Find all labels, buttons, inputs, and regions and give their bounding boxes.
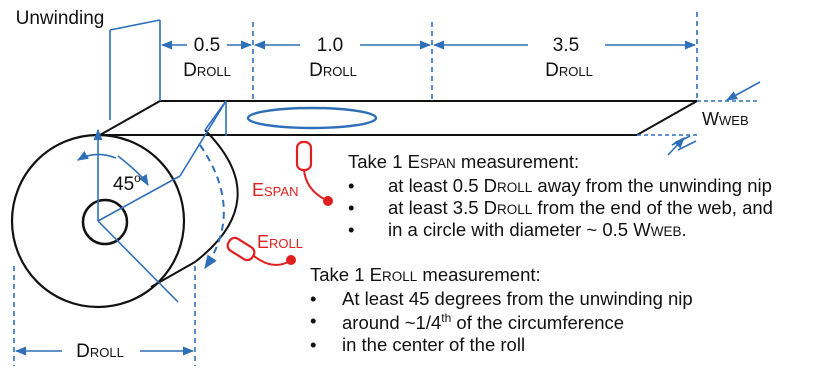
span-note-item: •in a circle with diameter ~ 0.5 WWEB. [348, 218, 687, 240]
dimension-extension-lines [13, 12, 698, 366]
span-note-item: •at least 3.5 DROLL from the end of the … [348, 196, 773, 218]
web-end-edge [636, 100, 698, 136]
dim-droll-3-5: DROLL [545, 60, 593, 81]
diagonal-line [97, 220, 179, 303]
edge-guide [204, 100, 227, 131]
eroll-probe-tip [286, 255, 296, 265]
span-note-item: •at least 0.5 DROLL away from the unwind… [348, 174, 772, 196]
roll-top-edge [99, 100, 161, 136]
roll-notes-heading: Take 1 EROLL measurement: [310, 264, 541, 285]
roll-note-item: •in the center of the roll [310, 333, 526, 355]
span-guide-diagonal [179, 100, 227, 177]
angle-arc-end [117, 155, 149, 186]
dim-value-0-5: 0.5 [194, 35, 220, 56]
angle-label: 45o [113, 171, 141, 195]
roll-cylinder [10, 100, 239, 309]
web-sheet [100, 100, 698, 136]
wweb-tick-b [677, 140, 697, 151]
blue-guides [93, 19, 761, 303]
unwinding-label: Unwinding [16, 8, 105, 29]
dim-droll-0-5: DROLL [183, 60, 231, 81]
dim-droll-1-0: DROLL [309, 60, 357, 81]
dim-value-3-5: 3.5 [553, 35, 579, 56]
roll-note-item: •At least 45 degrees from the unwinding … [310, 287, 693, 309]
dimension-arrows [14, 40, 697, 356]
span-notes: Take 1 ESPAN measurement: •at least 0.5 … [348, 151, 773, 240]
espan-label: ESPAN [252, 180, 298, 200]
droll-bottom-label: DROLL [76, 341, 124, 362]
eroll-probe [226, 236, 296, 266]
wweb-arrow-top [726, 81, 761, 101]
dim-value-1-0: 1.0 [317, 35, 343, 56]
espan-probe-tip [323, 196, 333, 206]
espan-probe [295, 140, 333, 206]
espan-probe-cable [303, 169, 327, 201]
roll-far-edge [194, 129, 239, 263]
span-measurement-circle [246, 106, 378, 130]
roll-core [81, 198, 129, 246]
circumference-arrow [199, 144, 225, 270]
angle-radius-line [97, 175, 181, 222]
nip-leader-top [109, 19, 161, 31]
roll-note-item: •around ~1/4th of the circumference [310, 309, 625, 333]
roll-notes: Take 1 EROLL measurement: •At least 45 d… [310, 264, 693, 355]
eroll-probe-cable [253, 255, 289, 266]
angle-arc [77, 151, 117, 161]
eroll-label: EROLL [257, 232, 303, 252]
wweb-tick-a [671, 135, 691, 146]
espan-probe-head [295, 140, 313, 172]
span-notes-heading: Take 1 ESPAN measurement: [348, 151, 580, 172]
wweb-label: WWEB [702, 109, 749, 129]
eroll-probe-head [226, 236, 256, 262]
